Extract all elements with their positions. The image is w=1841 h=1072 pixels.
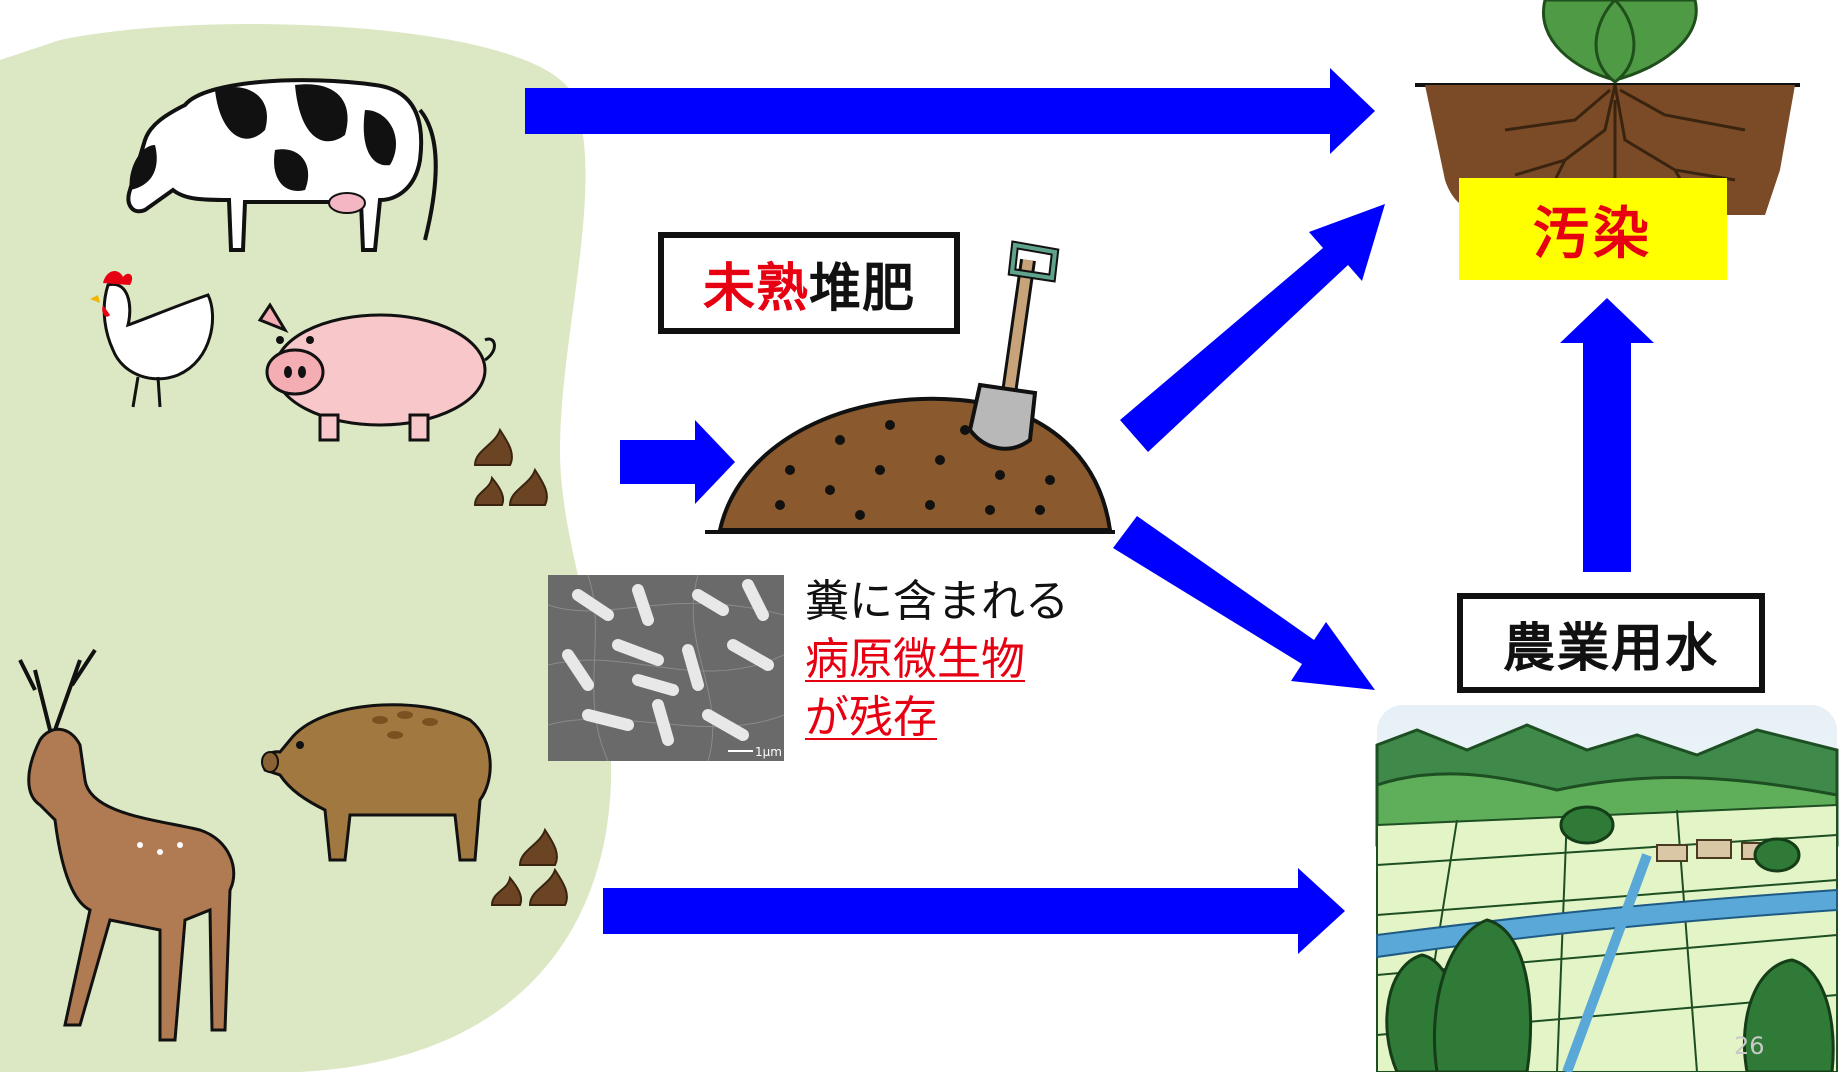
agricultural-water-label: 農業用水	[1457, 593, 1765, 693]
pathogen-caption: 糞に含まれる 病原微生物 が残存	[805, 573, 1069, 747]
micro-scale-label: 1μm	[755, 745, 782, 759]
microscope-photo: 1μm	[548, 575, 784, 761]
arrow-water-to-crops	[1560, 298, 1654, 572]
shovel-icon	[967, 240, 1060, 451]
dung-icon	[473, 427, 548, 506]
arrow-compost-to-crops	[1120, 204, 1385, 452]
chicken-icon	[90, 271, 215, 408]
compost-label: 未熟堆肥	[658, 232, 960, 334]
caption-line-3: が残存	[805, 692, 937, 743]
page-number: 26	[1734, 1032, 1765, 1060]
deer-icon	[18, 648, 236, 1042]
compost-label-immature: 未熟	[702, 258, 809, 319]
cow-icon	[126, 78, 438, 252]
caption-line-1: 糞に含まれる	[805, 576, 1069, 627]
bacteria-image: 1μm	[548, 575, 784, 761]
caption-line-2: 病原微生物	[805, 634, 1025, 685]
arrow-compost-to-water	[1113, 516, 1375, 690]
arrow-wildlife-to-water	[603, 868, 1345, 954]
landscape-icon	[1375, 705, 1839, 1072]
arrow-livestock-to-crops	[525, 68, 1375, 154]
boar-icon	[261, 703, 492, 862]
pig-icon	[257, 302, 496, 442]
arrow-livestock-to-compost	[620, 420, 735, 504]
dung-icon	[490, 827, 568, 906]
compost-label-compost: 堆肥	[809, 258, 916, 319]
pollution-label: 汚染	[1459, 178, 1727, 280]
